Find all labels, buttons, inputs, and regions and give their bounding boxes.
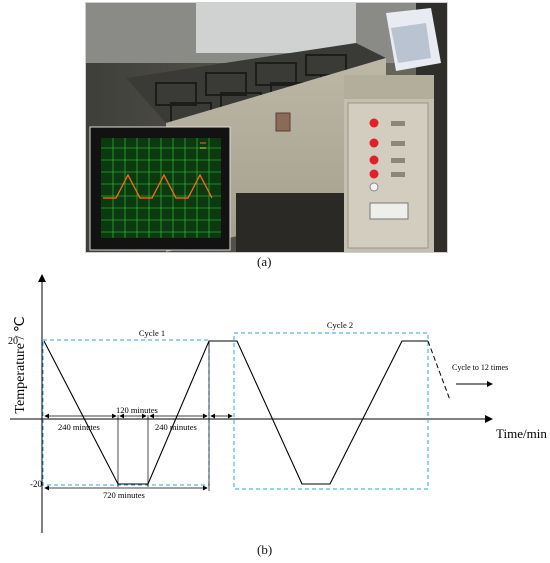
dim-label-ramp-up: 240 minutes [155,422,197,432]
test-chamber-photo [85,2,448,253]
continuation-dashes [427,340,451,401]
y-tick-20: 20 [8,336,18,347]
cycle-2-label: Cycle 2 [327,320,353,330]
dim-label-total: 720 minutes [103,490,145,500]
temperature-profile-curve [43,340,428,485]
y-tick-minus-20: -20 [30,479,42,489]
y-axis-label: Temperature / ℃ [13,316,28,413]
caption-b: (b) [257,542,273,557]
cycle-2-box [233,332,429,490]
cycle-repeat-label: Cycle to 12 times [452,363,508,372]
dim-label-hold: 120 minutes [116,405,158,415]
thermal-cycle-diagram: Temperature / ℃ Time/min 20 -20 Cycle 1 … [8,274,547,533]
x-axis-label: Time/min [496,426,547,441]
caption-a: (a) [257,254,272,269]
dim-label-ramp-down: 240 minutes [58,422,100,432]
chamber-illustration [86,3,447,252]
cycle-1-label: Cycle 1 [139,328,165,338]
